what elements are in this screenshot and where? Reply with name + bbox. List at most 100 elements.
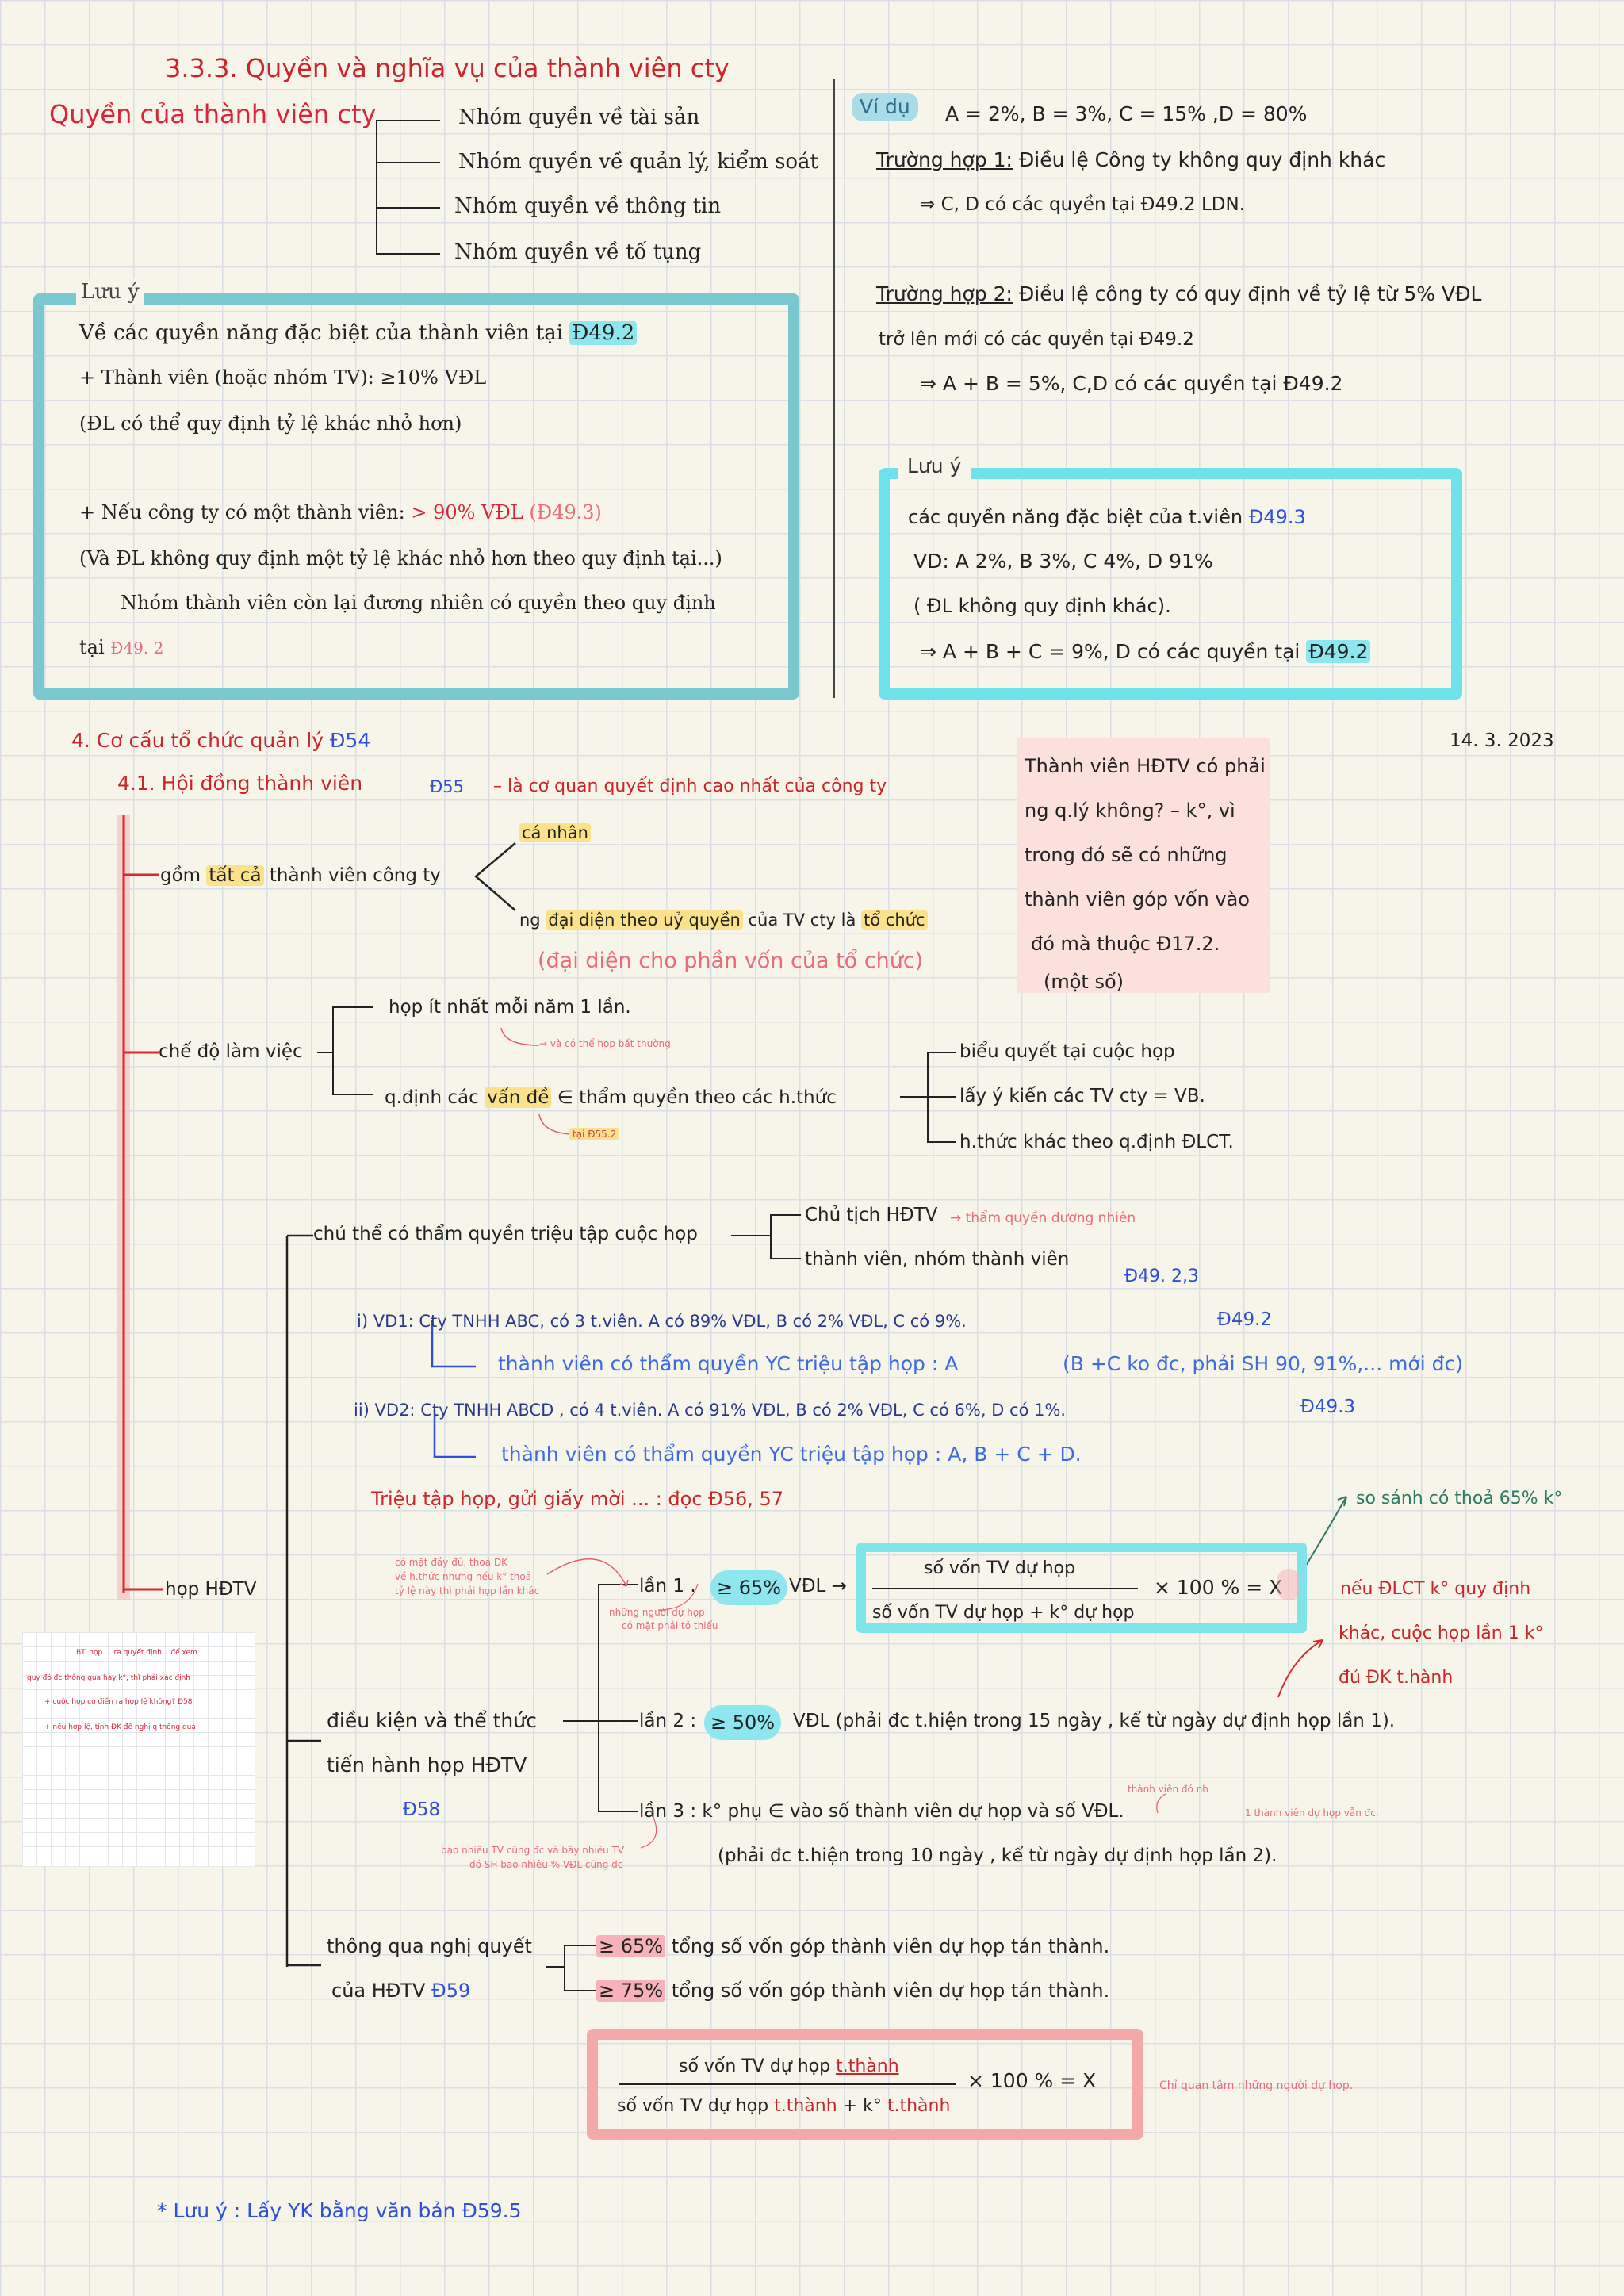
note-line-2-text: + Thành viên (hoặc nhóm TV): bbox=[79, 366, 374, 389]
formula2-den-a: số vốn TV dự họp bbox=[617, 2096, 769, 2116]
thumbnail-card[interactable] bbox=[22, 1632, 255, 1866]
vd2-label: ii) VD2: bbox=[354, 1401, 416, 1420]
lan3-note-top: thành viên đó nh bbox=[1128, 1784, 1208, 1795]
note-box-label: Lưu ý bbox=[76, 279, 144, 305]
convener-label: chủ thể có thẩm quyền triệu tập cuộc họp bbox=[313, 1224, 698, 1244]
note-right-line-2: VD: A 2%, B 3%, C 4%, D 91% bbox=[914, 550, 1213, 573]
lan3-note-left-1: bao nhiêu TV cũng đc và bây nhiêu TV bbox=[441, 1845, 625, 1856]
formula2-num-b: t.thành bbox=[836, 2056, 899, 2076]
lan3-note-left-2: đó SH bao nhiêu % VĐL cũng đc bbox=[469, 1859, 623, 1870]
formula2-rhs: × 100 % = X bbox=[967, 2069, 1097, 2092]
note-line-1: Về các quyền năng đặc biệt của thành viê… bbox=[79, 320, 638, 346]
formula-box-1 bbox=[856, 1543, 1307, 1633]
case2-text-2: trở lên mới có các quyền tại Đ49.2 bbox=[879, 329, 1194, 350]
vd1-result: thành viên có thẩm quyền YC triệu tập họ… bbox=[498, 1352, 959, 1375]
formula2-den-b: t.thành bbox=[774, 2096, 837, 2116]
thumbnail-line-1: BT. họp ... ra quyết định... để xem bbox=[76, 1649, 197, 1657]
work-mode-1: họp ít nhất mỗi năm 1 lần. bbox=[389, 997, 631, 1018]
subsection-ref: Đ55 bbox=[430, 777, 464, 796]
vd2-text: Cty TNHH ABCD , có 4 t.viên. A có 91% VĐ… bbox=[420, 1401, 1067, 1420]
formula1-numerator: số vốn TV dự họp bbox=[924, 1558, 1076, 1578]
condition-label-2: tiến hành họp HĐTV bbox=[327, 1754, 527, 1777]
note-right-line-4: ⇒ A + B + C = 9%, D có các quyền tại Đ49… bbox=[920, 639, 1371, 665]
convener-ref: Đ49. 2,3 bbox=[1124, 1267, 1200, 1286]
section-title: 3.3.3. Quyền và nghĩa vụ của thành viên … bbox=[165, 53, 730, 83]
lan3-text-2: (phải đc t.hiện trong 10 ngày , kể từ ng… bbox=[718, 1846, 1277, 1866]
work-mode-2-prefix: q.định các bbox=[385, 1087, 479, 1108]
lan2-pct: ≥ 50% bbox=[704, 1705, 782, 1740]
structure-title: 4. Cơ cấu tổ chức quản lý Đ54 bbox=[71, 728, 370, 753]
rights-group-litigation: Nhóm quyền về tố tụng bbox=[454, 240, 702, 264]
member-type-individual-text: cá nhân bbox=[519, 823, 591, 842]
note-right-line-1-ref: Đ49.3 bbox=[1248, 506, 1306, 528]
case1-label: Trường hợp 1: bbox=[876, 148, 1013, 171]
lan2-label: lần 2 : bbox=[639, 1711, 697, 1731]
convener-chairman-note: → thẩm quyền đương nhiên bbox=[950, 1210, 1136, 1226]
vd2-ref: Đ49.3 bbox=[1300, 1397, 1356, 1417]
subsection-desc: – là cơ quan quyết định cao nhất của côn… bbox=[493, 776, 887, 796]
vd1-label: i) VD1: bbox=[357, 1312, 414, 1331]
note-right-line-1: các quyền năng đặc biệt của t.viên Đ49.3 bbox=[908, 504, 1306, 530]
rights-title: Quyền của thành viên cty bbox=[49, 99, 377, 129]
note-line-2: + Thành viên (hoặc nhóm TV): ≥10% VĐL bbox=[79, 365, 486, 390]
note-right-line-1-text: các quyền năng đặc biệt của t.viên bbox=[908, 506, 1243, 528]
note-line-4: + Nếu công ty có một thành viên: > 90% V… bbox=[79, 500, 602, 525]
example-values: A = 2%, B = 3%, C = 15% ,D = 80% bbox=[945, 102, 1308, 125]
vd1-text: Cty TNHH ABC, có 3 t.viên. A có 89% VĐL,… bbox=[419, 1312, 967, 1331]
rights-group-management: Nhóm quyền về quản lý, kiểm soát bbox=[458, 150, 819, 174]
sticky-note bbox=[1017, 738, 1270, 993]
vd1-ref: Đ49.2 bbox=[1217, 1309, 1273, 1330]
left-note-3: tỷ lệ này thì phải họp lần khác bbox=[395, 1585, 540, 1596]
form-other: h.thức khác theo q.định ĐLCT. bbox=[959, 1132, 1234, 1152]
left-note-2: về h.thức nhưng nếu k° thoả bbox=[395, 1571, 532, 1582]
lan3-text: lần 3 : k° phụ ∈ vào số thành viên dự họ… bbox=[639, 1801, 1124, 1822]
lan1-right-3: đủ ĐK t.hành bbox=[1339, 1668, 1454, 1688]
resolve-label-2: của HĐTV Đ59 bbox=[331, 1978, 470, 2003]
sticky-line-2: ng q.lý không? – k°, vì bbox=[1025, 799, 1235, 822]
compare-note: so sánh có thoả 65% k° bbox=[1356, 1489, 1563, 1508]
note-line-7-text: tại bbox=[79, 636, 105, 658]
lan1-pct: ≥ 65% bbox=[710, 1570, 788, 1605]
formula2-num-a: số vốn TV dự họp bbox=[679, 2056, 831, 2076]
member-type-rep-highlight-2: tổ chức bbox=[861, 910, 928, 930]
case2-text: Điều lệ công ty có quy định về tỷ lệ từ … bbox=[1018, 282, 1482, 305]
thumbnail-line-2: quy đó đc thông qua hay k°, thì phải xác… bbox=[27, 1674, 191, 1682]
members-highlight: tất cả bbox=[206, 865, 264, 886]
work-mode-2-suffix: ∈ thẩm quyền theo các h.thức bbox=[557, 1087, 837, 1108]
rights-group-information: Nhóm quyền về thông tin bbox=[454, 194, 722, 218]
sticky-line-3: trong đó sẽ có những bbox=[1025, 844, 1228, 866]
resolve-label-1: thông qua nghị quyết bbox=[327, 1935, 532, 1957]
vd2-result: thành viên có thẩm quyền YC triệu tập họ… bbox=[501, 1443, 1082, 1466]
note-line-1-ref: Đ49.2 bbox=[569, 321, 638, 345]
note-right-line-4-ref: Đ49.2 bbox=[1306, 640, 1371, 663]
resolve-1: ≥ 65% tổng số vốn góp thành viên dự họp … bbox=[596, 1934, 1109, 1959]
work-mode-label: chế độ làm việc bbox=[159, 1041, 303, 1062]
sticky-line-4: thành viên góp vốn vào bbox=[1025, 888, 1250, 910]
vd1: i) VD1: Cty TNHH ABC, có 3 t.viên. A có … bbox=[357, 1309, 967, 1334]
formula1-denominator: số vốn TV dự họp + k° dự họp bbox=[872, 1603, 1135, 1623]
member-type-rep-b: của TV cty là bbox=[748, 910, 856, 930]
note-line-7-ref: Đ49. 2 bbox=[110, 638, 164, 657]
note-line-4-value: > 90% VĐL bbox=[411, 501, 523, 523]
form-vote: biểu quyết tại cuộc họp bbox=[959, 1041, 1175, 1062]
members-suffix: thành viên công ty bbox=[269, 865, 441, 886]
resolve-2-text: tổng số vốn góp thành viên dự họp tán th… bbox=[671, 1980, 1110, 2002]
members-prefix: gồm bbox=[160, 865, 201, 886]
note-line-2-value: ≥10% VĐL bbox=[380, 366, 487, 389]
work-mode-2: q.định các vấn đề ∈ thẩm quyền theo các … bbox=[385, 1085, 837, 1110]
resolve-label-2-text: của HĐTV bbox=[331, 1980, 426, 2002]
note-date: 14. 3. 2023 bbox=[1450, 730, 1554, 751]
work-mode-1-note: → và có thể họp bất thường bbox=[539, 1038, 671, 1049]
vd2: ii) VD2: Cty TNHH ABCD , có 4 t.viên. A … bbox=[354, 1397, 1066, 1423]
formula2-den-c: + k° bbox=[842, 2096, 882, 2116]
lan1-unit: VĐL → bbox=[789, 1576, 847, 1596]
note-line-4-ref: (Đ49.3) bbox=[529, 501, 602, 523]
resolve-1-text: tổng số vốn góp thành viên dự họp tán th… bbox=[671, 1935, 1110, 1957]
work-mode-2-highlight: vấn đề bbox=[485, 1087, 552, 1108]
thumbnail-line-4: + nếu hợp lệ, tính ĐK để nghị q thông qu… bbox=[44, 1723, 196, 1731]
member-type-individual: cá nhân bbox=[519, 820, 591, 845]
note-line-6: Nhóm thành viên còn lại đương nhiên có q… bbox=[121, 592, 716, 614]
lan1-note-2: có mặt phải tỏ thiểu bbox=[622, 1620, 718, 1631]
formula2-note: Chỉ quan tâm những người dự họp. bbox=[1159, 2079, 1354, 2092]
formula2-den-d: t.thành bbox=[887, 2096, 951, 2116]
